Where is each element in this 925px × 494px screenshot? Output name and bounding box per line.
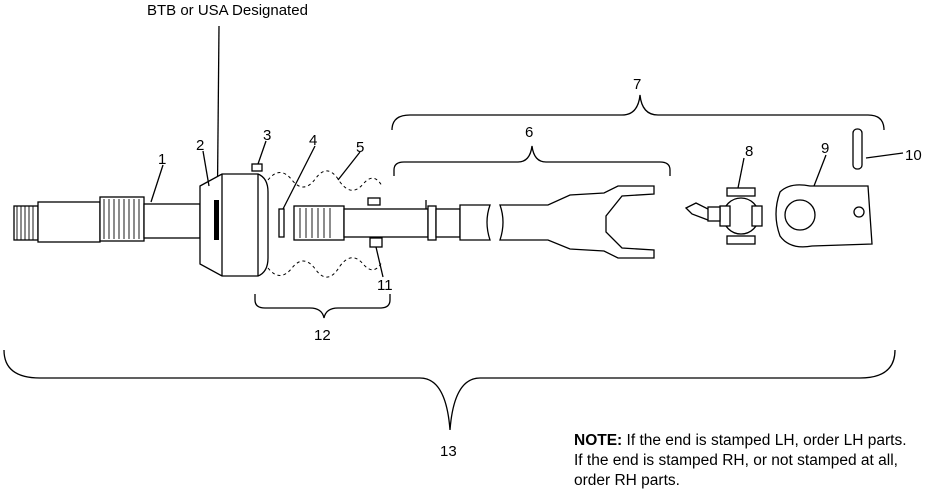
part-2-cv-housing (199, 173, 269, 277)
callout-4: 4 (309, 132, 317, 149)
callout-11: 11 (377, 277, 393, 294)
callout-7: 7 (633, 76, 641, 93)
callout-12: 12 (314, 327, 331, 344)
note-text: If the end is stamped LH, order LH parts… (574, 432, 907, 489)
callout-8: 8 (745, 143, 753, 160)
callout-1: 1 (158, 151, 166, 168)
callout-13: 13 (440, 443, 457, 460)
part-3-boot-clamp (251, 140, 267, 172)
designation-label: BTB or USA Designated (147, 2, 308, 19)
part-8-u-joint-cross (684, 157, 763, 245)
callout-1-leader (150, 164, 164, 203)
brace-13 (3, 349, 896, 431)
brace-12 (254, 294, 391, 319)
callout-2-leader (202, 150, 210, 187)
part-11-boot-clamp (367, 197, 384, 278)
ordering-note: NOTE: If the end is stamped LH, order LH… (574, 431, 919, 491)
callout-9: 9 (821, 140, 829, 157)
note-heading: NOTE: (574, 432, 623, 449)
part-9-yoke-end (775, 154, 873, 248)
brace-6 (393, 145, 671, 176)
callout-5: 5 (356, 139, 364, 156)
callout-3: 3 (263, 127, 271, 144)
part-1-stub-shaft (13, 196, 201, 243)
part-6-shaft-yoke (293, 185, 655, 259)
part-4-retaining-ring (278, 145, 316, 238)
brace-7 (391, 94, 885, 131)
callout-6: 6 (525, 124, 533, 141)
callout-10: 10 (905, 147, 922, 164)
part-5-cv-boot (267, 151, 383, 278)
part-10-roll-pin (852, 128, 904, 170)
callout-2: 2 (196, 137, 204, 154)
